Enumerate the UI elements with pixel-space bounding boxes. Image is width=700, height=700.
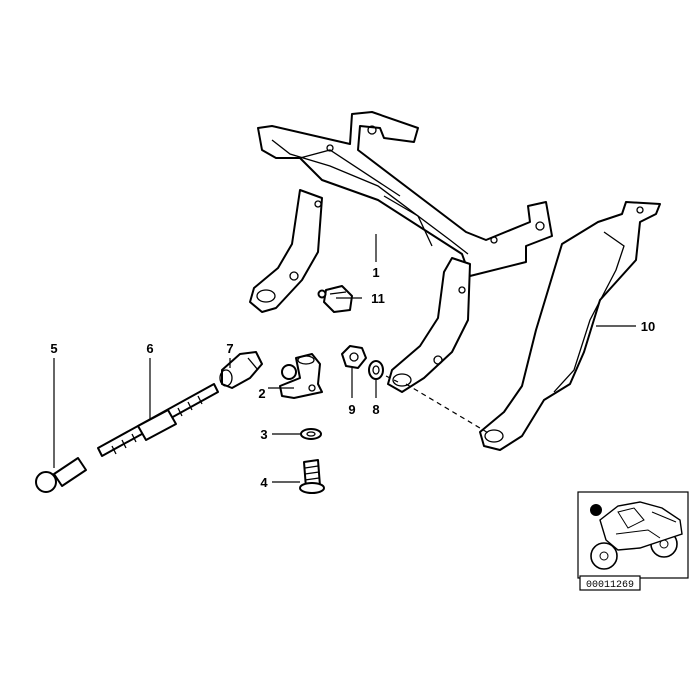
part-9-nut: [341, 345, 367, 369]
part-8-washer: [368, 360, 384, 380]
part-11-rubber-grommet: [317, 285, 353, 313]
callout-10: 10: [641, 319, 655, 334]
callout-1: 1: [372, 265, 379, 280]
part-6-threaded-rod: [97, 383, 219, 457]
callout-6: 6: [146, 341, 153, 356]
motorcycle-inset: 00011269: [577, 491, 689, 591]
callout-11: 11: [371, 291, 385, 306]
part-5-ball-end: [35, 457, 87, 493]
callout-7: 7: [226, 341, 233, 356]
callout-5: 5: [50, 341, 57, 356]
part-7-ball-socket: [219, 351, 263, 389]
reference-number: 00011269: [586, 580, 634, 591]
callout-2: 2: [258, 386, 265, 401]
part-10-side-cover: [479, 201, 661, 451]
part-4-bolt: [299, 459, 325, 494]
alignment-line-cover: [405, 383, 491, 435]
part-2-ball-joint-bracket: [279, 353, 323, 399]
callout-4: 4: [260, 475, 268, 490]
motorcycle-icon: [590, 501, 683, 570]
callout-3: 3: [260, 427, 267, 442]
part-1-frame-bracket: [249, 111, 553, 393]
callout-8: 8: [372, 402, 379, 417]
leader-lines: [53, 234, 636, 483]
part-3-washer: [300, 428, 322, 440]
callout-9: 9: [348, 402, 355, 417]
location-marker-icon: [590, 504, 602, 516]
